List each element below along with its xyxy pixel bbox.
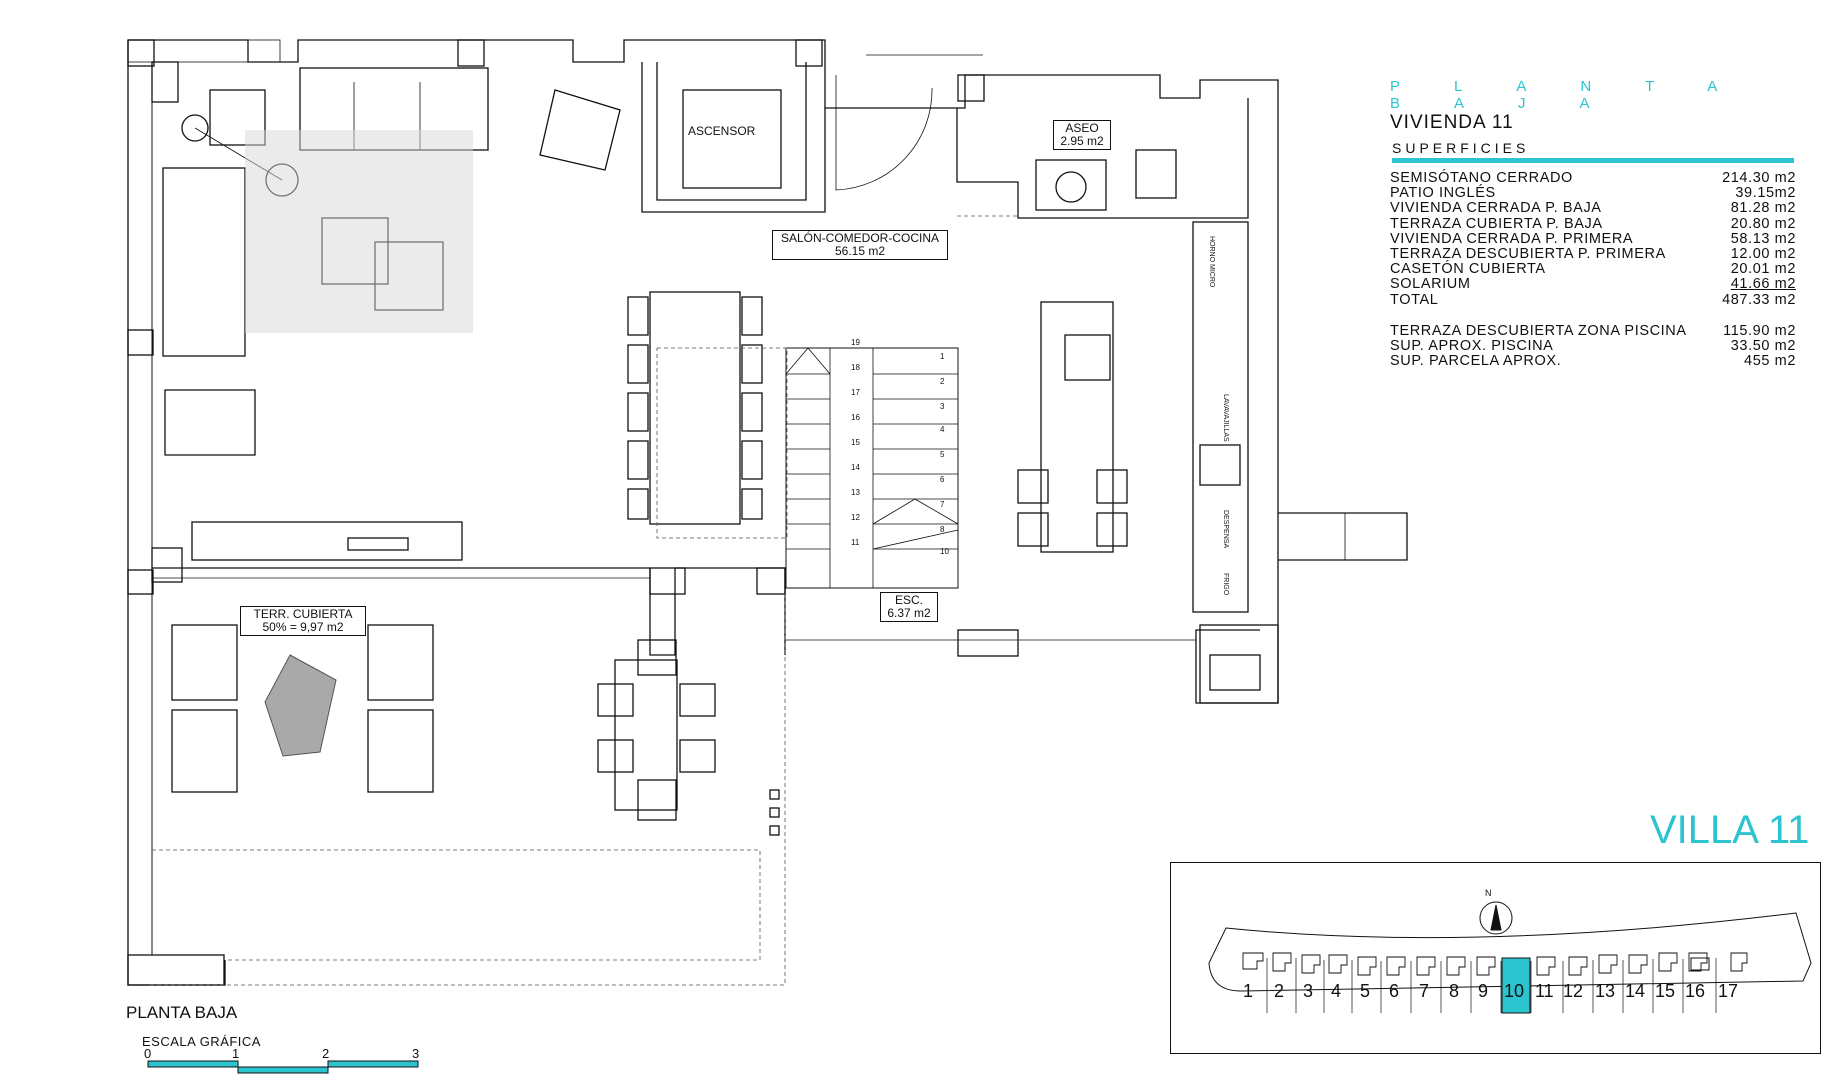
lot-9: 9 — [1478, 981, 1489, 1001]
lot-13: 13 — [1595, 981, 1616, 1001]
lot-14: 14 — [1625, 981, 1646, 1001]
scale-title: ESCALA GRÁFICA — [142, 1034, 261, 1049]
esc-name: ESC. — [894, 593, 923, 607]
lot-1: 1 — [1243, 981, 1254, 1001]
stair-step-right: 4 — [940, 425, 945, 434]
plan-label: PLANTA BAJA — [126, 1003, 238, 1022]
room-aseo: ASEO 2.95 m2 — [1053, 120, 1111, 150]
label-despensa: DESPENSA — [1222, 510, 1229, 549]
esc-area: 6.37 m2 — [887, 606, 931, 620]
lot-12: 12 — [1563, 981, 1584, 1001]
label-frigo: FRIGO — [1222, 573, 1229, 596]
room-escalera: ESC. 6.37 m2 — [880, 592, 938, 622]
stair-step-left: 12 — [851, 513, 860, 522]
stair-step-left: 17 — [851, 388, 860, 397]
scale-tick: 2 — [322, 1046, 330, 1061]
stair-step-right: 10 — [940, 547, 949, 556]
lot-16: 16 — [1685, 981, 1706, 1001]
aseo-area: 2.95 m2 — [1060, 134, 1104, 148]
stair-step-left: 14 — [851, 463, 860, 472]
stair-step-right: 6 — [940, 475, 945, 484]
terr-name: TERR. CUBIERTA — [253, 607, 353, 621]
lot-3: 3 — [1303, 981, 1314, 1001]
stair-step-right: 1 — [940, 352, 945, 361]
stair-step-left: 18 — [851, 363, 860, 372]
lot-6: 6 — [1389, 981, 1400, 1001]
scale-tick: 0 — [144, 1046, 152, 1061]
stair-step-left: 11 — [851, 538, 860, 547]
heading-underline — [1392, 158, 1794, 163]
villa-title: VILLA 11 — [1650, 808, 1810, 852]
stair-step-left: 13 — [851, 488, 860, 497]
salon-name: SALÓN-COMEDOR-COCINA — [780, 231, 939, 245]
vivienda-title: VIVIENDA 11 — [1390, 112, 1514, 133]
scale-tick: 3 — [412, 1046, 420, 1061]
lot-15: 15 — [1655, 981, 1676, 1001]
stair-step-left: 15 — [851, 438, 860, 447]
north-arrow-icon: N — [1485, 888, 1492, 898]
stair-step-right: 7 — [940, 500, 945, 509]
stair-step-right: 5 — [940, 450, 945, 459]
stair-step-left: 16 — [851, 413, 860, 422]
stair-step-left: 19 — [851, 338, 860, 347]
lot-8: 8 — [1449, 981, 1460, 1001]
lot-7: 7 — [1419, 981, 1430, 1001]
lot-5: 5 — [1360, 981, 1371, 1001]
site-map-drawing — [1208, 901, 1812, 1014]
lot-11-selected: 11 — [1535, 981, 1554, 1001]
room-terraza-cubierta: TERR. CUBIERTA 50% = 9,97 m2 — [240, 606, 366, 636]
lot-10: 10 — [1504, 981, 1525, 1001]
label-lavavajillas: LAVAVAJILLAS — [1222, 394, 1229, 442]
room-ascensor: ASCENSOR — [688, 124, 756, 138]
site-map: 1 2 3 4 5 6 7 8 9 10 11 12 13 14 15 16 1… — [1170, 862, 1821, 1054]
terr-area: 50% = 9,97 m2 — [262, 620, 344, 634]
superficies-heading: SUPERFICIES — [1392, 140, 1530, 156]
lot-2: 2 — [1274, 981, 1285, 1001]
scale-tick: 1 — [232, 1046, 240, 1061]
stair-step-right: 2 — [940, 377, 945, 386]
lot-4: 4 — [1331, 981, 1342, 1001]
area-row: SUP. PARCELA APROX.455 m2 — [1390, 353, 1796, 370]
salon-area: 56.15 m2 — [834, 244, 886, 258]
stair-step-right: 3 — [940, 402, 945, 411]
stair-step-right: 8 — [940, 525, 945, 534]
aseo-name: ASEO — [1065, 121, 1099, 135]
planta-title: PLANTA BAJA — [1390, 78, 1771, 112]
label-horno: HORNO MICRO — [1208, 236, 1215, 288]
room-salon: SALÓN-COMEDOR-COCINA 56.15 m2 — [772, 230, 948, 260]
lot-17: 17 — [1718, 981, 1739, 1001]
